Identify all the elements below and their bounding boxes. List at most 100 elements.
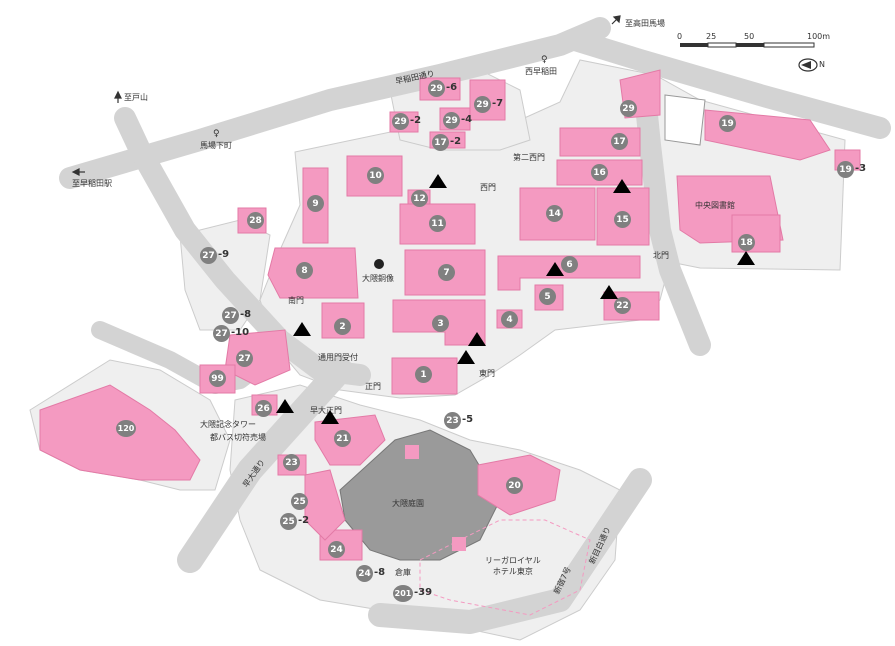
label-toei-bus: 都バス切符売場	[210, 433, 266, 442]
rihga-hotel-area	[419, 519, 591, 616]
entrance-marker-icon	[468, 332, 486, 346]
building-number-badge: 3	[432, 315, 449, 332]
scale-tick: 100m	[807, 32, 831, 41]
label-statue: 大隈銅像	[362, 274, 394, 283]
building-number-badge: 21	[334, 430, 351, 447]
label-babashitacho: 馬場下町	[200, 141, 232, 150]
building-number-badge: 4	[501, 311, 518, 328]
building-number-badge: 27	[200, 247, 217, 264]
entrance-marker-icon	[429, 174, 447, 188]
building-number-badge: 29	[620, 100, 637, 117]
bus-stop-icon: ♀	[213, 129, 220, 139]
building-number-badge: 17	[611, 133, 628, 150]
statue-marker	[374, 259, 384, 269]
building-number-suffix: -39	[414, 587, 433, 598]
entrance-marker-icon	[321, 410, 339, 424]
bldg-8	[267, 247, 359, 299]
bldg-17	[559, 127, 641, 157]
building-number-badge: 9	[307, 195, 324, 212]
building-number-badge: 120	[116, 420, 136, 437]
label-okuma-tower: 大隈記念タワー	[200, 420, 256, 429]
building-number-suffix: -2	[410, 115, 422, 126]
new-mejiro-road	[368, 468, 652, 634]
white-building	[664, 94, 706, 146]
label-seimon: 正門	[365, 382, 381, 391]
building-number-suffix: -9	[218, 249, 230, 260]
building-number-badge: 27	[213, 325, 230, 342]
garden-building	[405, 445, 419, 459]
bldg-27	[224, 329, 291, 386]
label-kitamon: 北門	[653, 251, 669, 260]
building-number-suffix: -3	[855, 163, 867, 174]
scale-bar	[680, 42, 815, 48]
building-number-badge: 6	[561, 256, 578, 273]
building-number-badge: 28	[247, 212, 264, 229]
label-nishimon: 西門	[480, 183, 496, 192]
building-number-badge: 7	[438, 264, 455, 281]
scale-tick: 50	[744, 32, 755, 41]
building-number-badge: 11	[429, 215, 446, 232]
bus-stop-icon: ♀	[541, 55, 548, 65]
building-number-suffix: -8	[374, 567, 386, 578]
building-number-suffix: -10	[231, 327, 250, 338]
building-number-suffix: -2	[450, 136, 462, 147]
direction-arrows	[71, 15, 621, 176]
building-number-badge: 201	[393, 585, 413, 602]
building-number-badge: 1	[415, 366, 432, 383]
east-road	[634, 84, 711, 356]
west-road	[114, 107, 371, 386]
label-rihga: リーガロイヤル ホテル東京	[485, 556, 541, 576]
bldg-25	[304, 469, 346, 541]
building-number-badge: 10	[367, 167, 384, 184]
building-number-badge: 23	[444, 412, 461, 429]
building-number-badge: 8	[296, 262, 313, 279]
building-number-badge: 5	[539, 288, 556, 305]
label-chuo-library: 中央図書館	[695, 201, 735, 210]
label-dai2-nishimon: 第二西門	[513, 153, 545, 162]
building-number-suffix: -5	[462, 414, 474, 425]
entrance-marker-icon	[737, 251, 755, 265]
building-number-badge: 24	[328, 541, 345, 558]
building-number-badge: 27	[236, 350, 253, 367]
north-road	[564, 29, 891, 139]
label-nanmon: 南門	[288, 296, 304, 305]
building-number-badge: 14	[546, 205, 563, 222]
building-number-badge: 27	[222, 307, 239, 324]
entrance-marker-icon	[293, 322, 311, 336]
garden-building	[452, 537, 466, 551]
building-number-suffix: -4	[461, 114, 473, 125]
building-number-suffix: -6	[446, 82, 458, 93]
label-to-toyama: 至戸山	[124, 93, 148, 102]
building-number-badge: 99	[209, 370, 226, 387]
building-number-badge: 29	[443, 112, 460, 129]
building-number-badge: 12	[411, 190, 428, 207]
entrance-marker-icon	[600, 285, 618, 299]
label-higashimon: 東門	[479, 369, 495, 378]
entrance-marker-icon	[546, 262, 564, 276]
bldg-19	[704, 109, 831, 161]
building-number-suffix: -8	[240, 309, 252, 320]
building-number-suffix: -7	[492, 98, 504, 109]
building-number-badge: 25	[280, 513, 297, 530]
label-to-waseda-stn: 至早稲田駅	[72, 179, 112, 188]
building-number-badge: 29	[474, 96, 491, 113]
building-number-badge: 16	[591, 164, 608, 181]
building-number-badge: 19	[719, 115, 736, 132]
building-number-badge: 20	[506, 477, 523, 494]
entrance-marker-icon	[613, 179, 631, 193]
building-number-badge: 29	[428, 80, 445, 97]
building-number-suffix: -2	[298, 515, 310, 526]
building-number-badge: 15	[614, 211, 631, 228]
bldg-6	[497, 255, 641, 291]
building-number-badge: 25	[291, 493, 308, 510]
building-number-badge: 19	[837, 161, 854, 178]
scale-tick: 25	[706, 32, 717, 41]
building-number-badge: 23	[283, 454, 300, 471]
building-number-badge: 29	[392, 113, 409, 130]
building-number-badge: 2	[334, 318, 351, 335]
building-number-badge: 18	[738, 234, 755, 251]
label-nishi-waseda: 西早稲田	[525, 67, 557, 76]
label-okuma-garden: 大隈庭園	[392, 499, 424, 508]
entrance-marker-icon	[276, 399, 294, 413]
